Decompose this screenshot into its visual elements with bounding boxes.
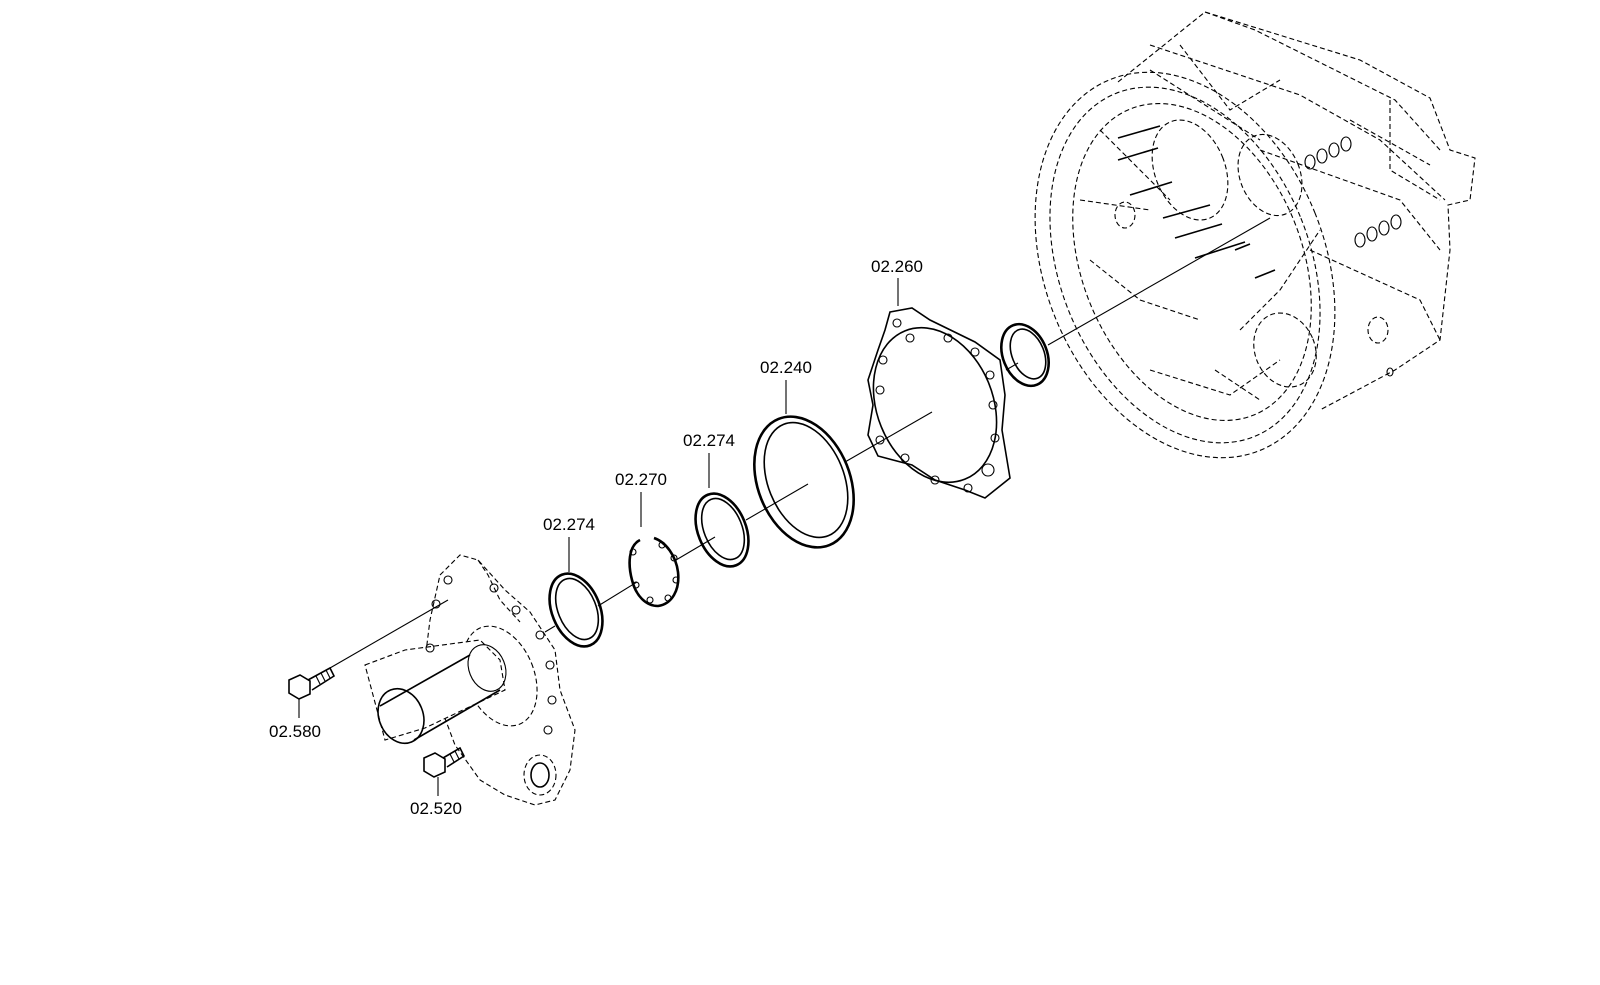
part-label-02274-upper: 02.274 (683, 431, 735, 450)
hex-bolt-icon (423, 746, 466, 778)
part-label-02274-lower: 02.274 (543, 515, 595, 534)
o-ring-icon (548, 572, 604, 648)
part-label-02580: 02.580 (269, 722, 321, 741)
transmission-housing-icon (1034, 11, 1476, 459)
part-label-02520: 02.520 (410, 799, 462, 818)
part-label-02260: 02.260 (871, 257, 923, 276)
shim-ring-icon (753, 415, 855, 549)
part-label-02240: 02.240 (760, 358, 812, 377)
bearing-cover-icon (364, 554, 576, 806)
leader-lines (298, 278, 899, 796)
assembly-axis-lines (329, 217, 1271, 669)
hex-bolt-icon (288, 666, 336, 700)
shaft-seal-icon (1000, 322, 1050, 388)
part-label-02270: 02.270 (615, 470, 667, 489)
gasket-icon (867, 307, 1011, 499)
retaining-ring-icon (628, 536, 680, 608)
o-ring-icon (694, 492, 750, 568)
